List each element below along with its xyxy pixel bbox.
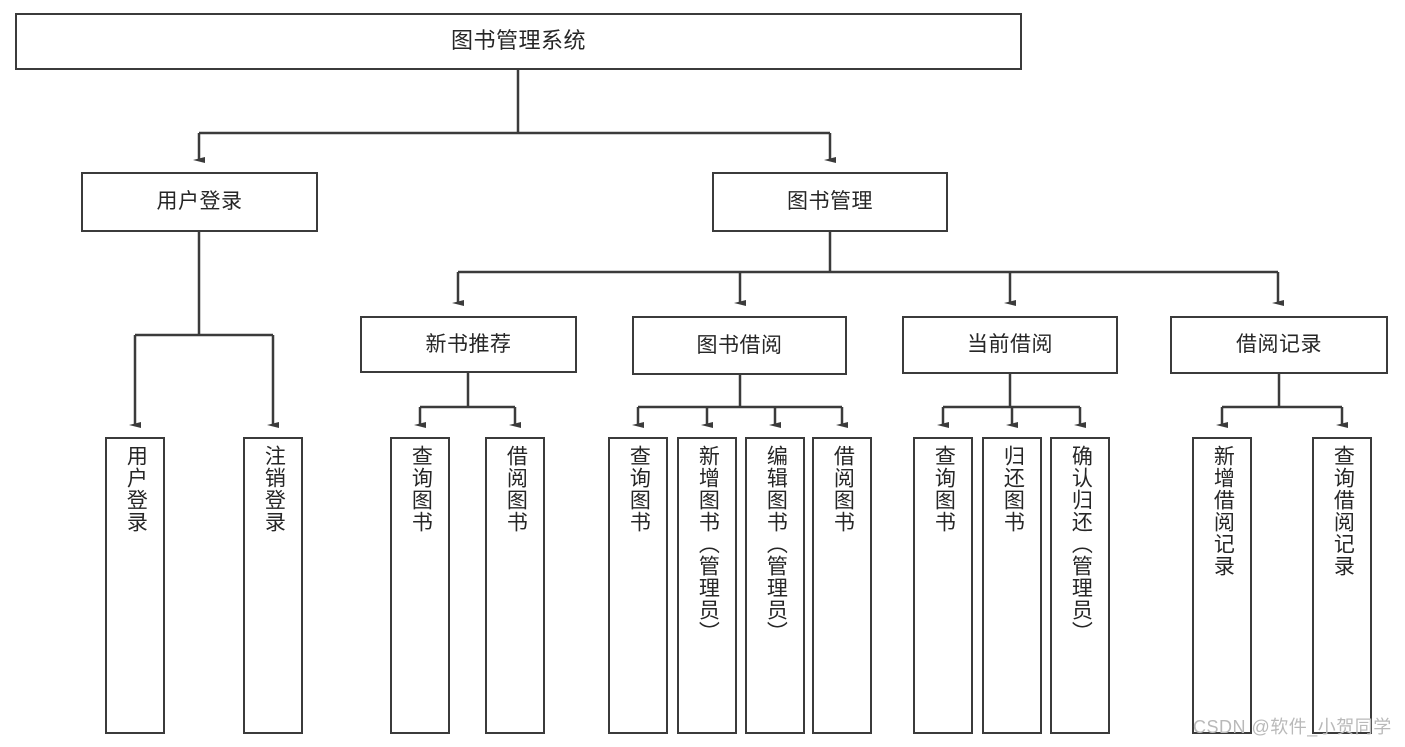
leaf-current-query-book[interactable]: 查询图书 (913, 437, 973, 734)
leaf-label: 编辑图书（管理员） (764, 445, 788, 643)
leaf-borrow-add-book-admin[interactable]: 新增图书（管理员） (677, 437, 737, 734)
leaf-label: 新增图书（管理员） (696, 445, 720, 643)
leaf-label: 查询图书 (932, 445, 956, 533)
leaf-label: 查询图书 (409, 445, 433, 533)
leaf-borrow-borrow-book[interactable]: 借阅图书 (812, 437, 872, 734)
node-book-management[interactable]: 图书管理 (712, 172, 948, 232)
leaf-user-login-signin[interactable]: 用户登录 (105, 437, 165, 734)
leaf-borrow-query-book[interactable]: 查询图书 (608, 437, 668, 734)
leaf-current-confirm-return-admin[interactable]: 确认归还（管理员） (1050, 437, 1110, 734)
leaf-label: 用户登录 (124, 445, 148, 533)
leaf-label: 归还图书 (1001, 445, 1025, 533)
leaf-record-add-record[interactable]: 新增借阅记录 (1192, 437, 1252, 734)
leaf-recommend-query-book[interactable]: 查询图书 (390, 437, 450, 734)
node-current-borrow[interactable]: 当前借阅 (902, 316, 1118, 374)
leaf-borrow-edit-book-admin[interactable]: 编辑图书（管理员） (745, 437, 805, 734)
leaf-label: 借阅图书 (831, 445, 855, 533)
leaf-label: 注销登录 (262, 445, 286, 533)
leaf-current-return-book[interactable]: 归还图书 (982, 437, 1042, 734)
leaf-label: 确认归还（管理员） (1069, 445, 1093, 643)
leaf-record-query-record[interactable]: 查询借阅记录 (1312, 437, 1372, 734)
leaf-label: 新增借阅记录 (1211, 445, 1235, 577)
node-user-login[interactable]: 用户登录 (81, 172, 318, 232)
leaf-recommend-borrow-book[interactable]: 借阅图书 (485, 437, 545, 734)
leaf-user-login-signout[interactable]: 注销登录 (243, 437, 303, 734)
leaf-label: 查询图书 (627, 445, 651, 533)
node-root-system[interactable]: 图书管理系统 (15, 13, 1022, 70)
node-new-book-recommend[interactable]: 新书推荐 (360, 316, 577, 373)
node-book-borrow[interactable]: 图书借阅 (632, 316, 847, 375)
node-borrow-record[interactable]: 借阅记录 (1170, 316, 1388, 374)
leaf-label: 借阅图书 (504, 445, 528, 533)
leaf-label: 查询借阅记录 (1331, 445, 1355, 577)
csdn-watermark: CSDN @软件_小贺同学 (1193, 717, 1392, 737)
